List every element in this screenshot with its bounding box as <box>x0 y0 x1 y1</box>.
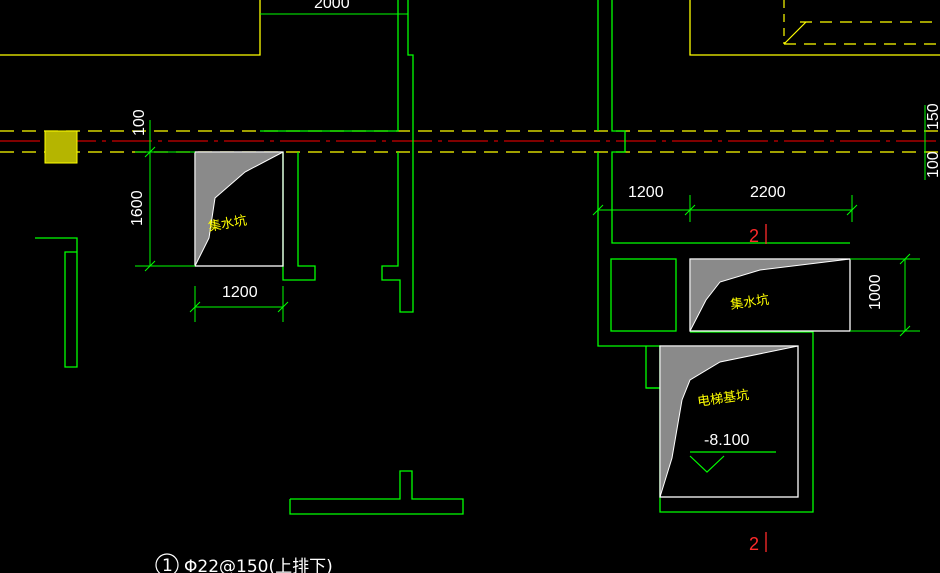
rebar-note-index: 1 <box>162 556 173 573</box>
dim-right-span-tick-a <box>592 204 604 216</box>
rebar-note-text: Φ22@150(上排下) <box>184 557 333 573</box>
dim-top-offset-left-text: 100 <box>131 109 148 136</box>
dim-right-offset-bottom-text: 100 <box>925 151 940 178</box>
dim-pit1-tick-top <box>144 146 156 158</box>
section-marks[interactable]: 2 2 <box>749 224 767 554</box>
sump-pit-1[interactable]: 集水坑 <box>194 151 284 267</box>
wall-central-upper <box>260 0 399 132</box>
dim-right-span-a-text: 1200 <box>628 184 664 201</box>
wall-pit1-right <box>282 152 316 281</box>
slab-edge-top-right <box>689 0 940 56</box>
dim-right-span-tick-c <box>846 204 858 216</box>
wall-elevator-outer <box>645 331 814 513</box>
elevator-pit-slope <box>659 345 799 498</box>
elevator-level-value: -8.100 <box>704 432 749 449</box>
sump-pit-1-label: 集水坑 <box>207 212 248 235</box>
dim-top-partial-text: 2000 <box>314 0 350 12</box>
dim-right-span-b-text: 2200 <box>750 184 786 201</box>
sump-pit-2[interactable]: 集水坑 <box>689 258 851 332</box>
section-mark-upper[interactable]: 2 <box>749 226 759 246</box>
sump-pit-2-label: 集水坑 <box>729 292 770 313</box>
dim-pit1-width-tick-left <box>189 301 201 313</box>
section-mark-lower[interactable]: 2 <box>749 534 759 554</box>
sump-pit-2-slope <box>689 258 851 332</box>
elevator-pit[interactable]: 电梯基坑 -8.100 <box>659 345 799 498</box>
dim-pit1-width-tick-right <box>277 301 289 313</box>
dim-pit2-tick-bottom <box>899 325 911 337</box>
wall-right-column-2 <box>611 0 690 244</box>
dimension-texts: 2000 100 1600 1200 150 100 1200 2200 100… <box>129 0 940 310</box>
wall-bottom-t <box>289 470 464 515</box>
dim-pit1-tick-bottom <box>144 260 156 272</box>
sump-pit-1-slope <box>194 151 284 267</box>
dim-pit2-height-text: 1000 <box>867 274 884 310</box>
dim-pit1-height-text: 1600 <box>129 190 146 226</box>
axis-dash-diagonal <box>783 21 807 45</box>
grid-marker-square[interactable] <box>44 130 78 164</box>
slab-edge-top-left <box>0 0 261 56</box>
dim-right-span-tick-b <box>684 204 696 216</box>
wall-left-l <box>35 237 78 368</box>
rebar-note[interactable]: 1 Φ22@150(上排下) <box>155 553 333 573</box>
wall-right-small-room <box>610 258 677 332</box>
wall-outlines <box>0 0 940 515</box>
dim-right-offset-top-text: 150 <box>925 103 940 130</box>
dimension-lines <box>135 0 926 337</box>
rebar-note-index-circle <box>155 553 179 573</box>
elevator-level-triangle <box>689 455 725 473</box>
elevator-pit-label: 电梯基坑 <box>696 388 750 410</box>
dim-pit1-width-text: 1200 <box>222 284 258 301</box>
wall-central-right <box>381 0 414 313</box>
dim-pit2-tick-top <box>899 253 911 265</box>
